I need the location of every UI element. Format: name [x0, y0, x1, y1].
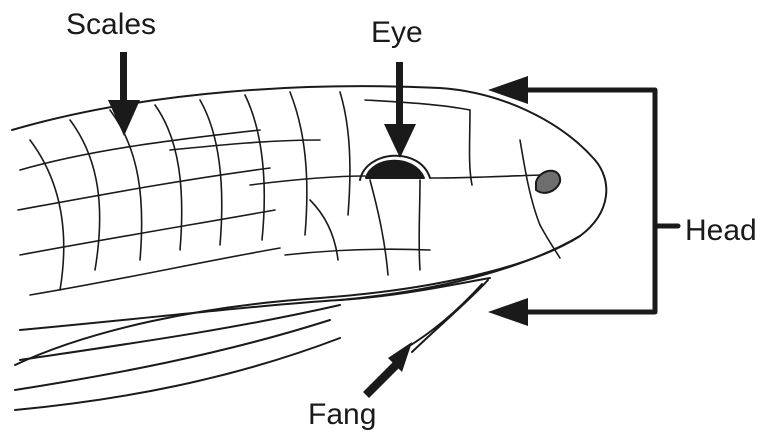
eye-arrow-shaft	[396, 62, 403, 134]
fang-label: Fang	[308, 400, 376, 430]
neck-bottom	[15, 338, 340, 410]
eye	[366, 161, 424, 178]
head-bracket	[500, 90, 678, 312]
neck-lower	[15, 305, 340, 390]
eye-arrowhead	[384, 124, 416, 158]
head-scales	[18, 92, 560, 295]
head-label: Head	[685, 216, 757, 246]
eye-label: Eye	[371, 18, 423, 48]
nostril	[536, 171, 560, 193]
head-top-arrowhead	[488, 76, 528, 104]
jaw-line	[340, 236, 580, 300]
head-outline	[12, 86, 606, 365]
head-bottom-arrowhead	[488, 298, 528, 326]
scales-label: Scales	[66, 10, 156, 40]
scales-arrowhead	[108, 100, 140, 136]
